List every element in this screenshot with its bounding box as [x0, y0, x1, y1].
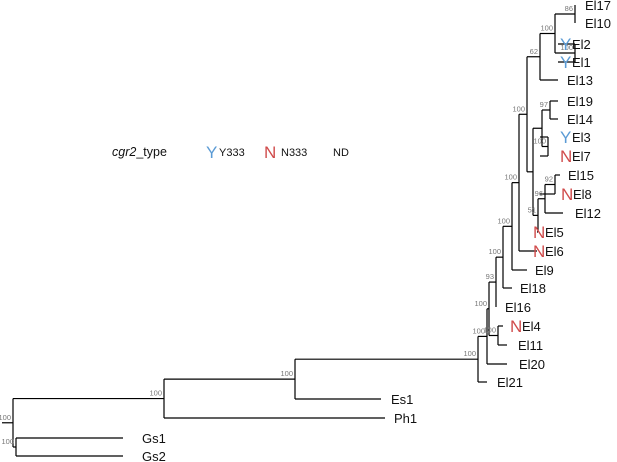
y333-mark-icon: Y: [560, 35, 571, 54]
tip-label: El20: [519, 357, 545, 372]
bootstrap-value: 100: [497, 216, 510, 225]
tip-label: El7: [572, 149, 591, 164]
legend-title-rest: _type: [135, 145, 167, 159]
legend-title: cgr2_type: [112, 145, 167, 159]
n333-mark-icon: N: [510, 317, 522, 336]
tip-label: El6: [545, 244, 564, 259]
tip-label: El13: [567, 73, 593, 88]
bootstrap-value: 100: [560, 43, 573, 52]
bootstrap-value: 100: [0, 413, 11, 422]
n333-mark-icon: N: [561, 185, 573, 204]
tree-edges: [2, 5, 576, 457]
tip-label: El3: [572, 130, 591, 145]
tip-label: El18: [520, 281, 546, 296]
n333-mark-icon: N: [533, 223, 545, 242]
bootstrap-value: 93: [486, 272, 494, 281]
n333-mark-icon: N: [560, 147, 572, 166]
legend: cgr2_type Y Y333 N N333 ND: [112, 143, 349, 162]
y333-mark-icon: Y: [560, 128, 571, 147]
bootstrap-value: 100: [149, 389, 162, 398]
bootstrap-values: 8610010062971009296511001001001009310010…: [0, 4, 573, 446]
bootstrap-value: 92: [545, 175, 553, 184]
bootstrap-value: 100: [1, 437, 14, 446]
bootstrap-value: 62: [530, 47, 538, 56]
tip-label: El19: [567, 94, 593, 109]
tip-label: Gs1: [142, 431, 166, 446]
legend-nd-label: ND: [333, 147, 349, 159]
bootstrap-value: 97: [540, 100, 548, 109]
bootstrap-value: 100: [463, 349, 476, 358]
tip-label: El1: [572, 55, 591, 70]
tip-label: Ph1: [394, 411, 417, 426]
bootstrap-value: 100: [488, 247, 501, 256]
bootstrap-value: 51: [528, 205, 536, 214]
tip-label: El2: [572, 37, 591, 52]
legend-title-italic: cgr2: [112, 145, 136, 159]
tip-label: El5: [545, 225, 564, 240]
bootstrap-value: 100: [540, 24, 553, 33]
bootstrap-value: 100: [280, 369, 293, 378]
bootstrap-value: 100: [474, 299, 487, 308]
tip-label: El16: [505, 300, 531, 315]
tip-label: El8: [573, 187, 592, 202]
tip-label: El9: [535, 263, 554, 278]
bootstrap-value: 100: [472, 326, 485, 335]
bootstrap-value: 100: [512, 104, 525, 113]
tip-label: El12: [575, 206, 601, 221]
bootstrap-value: 100: [504, 173, 517, 182]
legend-n333-label: N333: [281, 147, 307, 159]
bootstrap-value: 96: [535, 189, 543, 198]
bootstrap-value: 100: [533, 137, 546, 146]
bootstrap-value: 86: [565, 4, 573, 13]
tip-label: El11: [518, 338, 543, 353]
n333-symbol-icon: N: [264, 143, 276, 162]
y333-mark-icon: Y: [560, 53, 571, 72]
tip-label: El14: [567, 112, 593, 127]
tip-label: El21: [497, 375, 523, 390]
tip-label: Es1: [391, 392, 413, 407]
tip-labels: El17El10El2El1El13El19El14El3El7El15El8E…: [142, 0, 611, 462]
y333-symbol-icon: Y: [206, 143, 217, 162]
tip-label: El10: [585, 16, 611, 31]
n333-mark-icon: N: [533, 242, 545, 261]
tip-label: El15: [568, 168, 594, 183]
tip-label: Gs2: [142, 449, 166, 462]
tip-label: El4: [522, 319, 541, 334]
tip-label: El17: [585, 0, 611, 13]
bootstrap-value: 100: [483, 326, 496, 335]
legend-y333-label: Y333: [219, 147, 245, 159]
